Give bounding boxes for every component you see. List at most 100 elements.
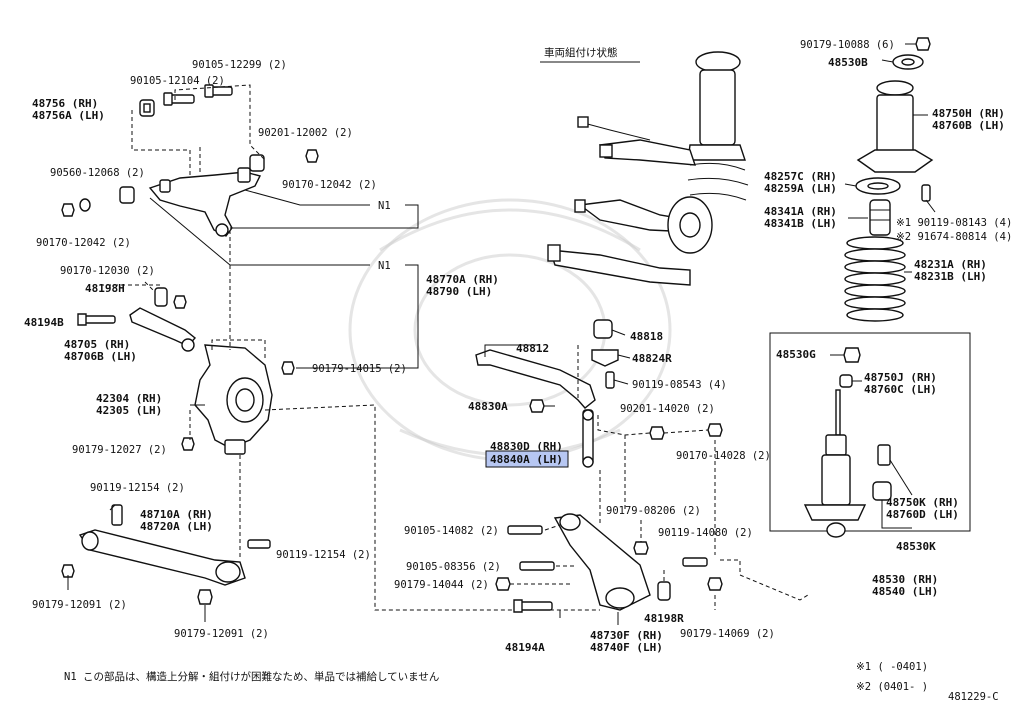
label-90119-12154-a[interactable]: 90119-12154 (2) xyxy=(90,482,185,494)
label-42304[interactable]: 42304 (RH) xyxy=(96,392,162,405)
label-48756a[interactable]: 48756A (LH) xyxy=(32,109,105,122)
label-48198h[interactable]: 48198H xyxy=(85,282,125,295)
bushing-90201-12002[interactable] xyxy=(249,154,265,172)
label-48194b[interactable]: 48194B xyxy=(24,316,64,329)
label-48257c[interactable]: 48257C (RH) xyxy=(764,170,837,183)
label-48760d[interactable]: 48760D (LH) xyxy=(886,508,959,521)
label-90105-12299[interactable]: 90105-12299 (2) xyxy=(192,59,287,71)
label-48740f[interactable]: 48740F (LH) xyxy=(590,641,663,654)
nut-90170-12030[interactable] xyxy=(173,295,187,309)
bracket-48824r[interactable] xyxy=(591,349,619,367)
label-48530g[interactable]: 48530G xyxy=(776,348,816,361)
label-48259a[interactable]: 48259A (LH) xyxy=(764,182,837,195)
label-90179-14044[interactable]: 90179-14044 (2) xyxy=(394,579,489,591)
nut-90179-14015[interactable] xyxy=(281,361,295,375)
label-90179-12091-a[interactable]: 90179-12091 (2) xyxy=(32,599,127,611)
label-48830a[interactable]: 48830A xyxy=(468,400,508,413)
label-90179-12091-b[interactable]: 90179-12091 (2) xyxy=(174,628,269,640)
label-48730f[interactable]: 48730F (RH) xyxy=(590,629,663,642)
label-90105-12104[interactable]: 90105-12104 (2) xyxy=(130,75,225,87)
nut-90170-12042-r[interactable] xyxy=(305,149,319,163)
link-48830d[interactable] xyxy=(582,409,594,468)
label-90119-14080[interactable]: 90119-14080 (2) xyxy=(658,527,753,539)
bolt-90119-08143[interactable] xyxy=(921,184,931,202)
upper-arm-48770a[interactable] xyxy=(148,167,262,237)
label-48756[interactable]: 48756 (RH) xyxy=(32,97,98,110)
washer-90560-12068[interactable] xyxy=(79,198,91,212)
bolt-90105-12104[interactable] xyxy=(163,92,195,106)
label-48231a[interactable]: 48231A (RH) xyxy=(914,258,987,271)
bolt-90119-12154-a[interactable] xyxy=(111,504,123,526)
label-90170-12042-l[interactable]: 90170-12042 (2) xyxy=(36,237,131,249)
label-90170-14028[interactable]: 90170-14028 (2) xyxy=(676,450,771,462)
nut-90170-12042-l[interactable] xyxy=(61,203,75,217)
bolt-48194b[interactable] xyxy=(77,313,116,326)
bushing-upper-arm-left[interactable] xyxy=(119,186,135,204)
bumper-48341a[interactable] xyxy=(869,199,891,236)
label-48706b[interactable]: 48706B (LH) xyxy=(64,350,137,363)
label-91674-80814[interactable]: ※2 91674-80814 (4) xyxy=(896,231,1012,243)
label-90170-12042-r[interactable]: 90170-12042 (2) xyxy=(282,179,377,191)
bushing-48756[interactable] xyxy=(139,99,155,117)
lower-arm-48710a[interactable] xyxy=(78,529,246,586)
label-90179-08206[interactable]: 90179-08206 (2) xyxy=(606,505,701,517)
label-48824r[interactable]: 48824R xyxy=(632,352,672,365)
label-48530[interactable]: 48530 (RH) xyxy=(872,573,938,586)
label-48341a[interactable]: 48341A (RH) xyxy=(764,205,837,218)
dust-cover-48750k[interactable] xyxy=(877,444,891,466)
label-48818[interactable]: 48818 xyxy=(630,330,663,343)
link-48705[interactable] xyxy=(129,307,197,352)
label-48750h[interactable]: 48750H (RH) xyxy=(932,107,1005,120)
label-90560-12068[interactable]: 90560-12068 (2) xyxy=(50,167,145,179)
knuckle-42304[interactable] xyxy=(194,344,273,455)
label-90170-12030[interactable]: 90170-12030 (2) xyxy=(60,265,155,277)
label-48705[interactable]: 48705 (RH) xyxy=(64,338,130,351)
label-90105-14082[interactable]: 90105-14082 (2) xyxy=(404,525,499,537)
label-48710a[interactable]: 48710A (RH) xyxy=(140,508,213,521)
nut-90179-14044[interactable] xyxy=(495,577,511,591)
label-48231b[interactable]: 48231B (LH) xyxy=(914,270,987,283)
label-48840a[interactable]: 48840A (LH) xyxy=(490,453,563,466)
mount-48530b[interactable] xyxy=(892,54,924,70)
nut-90170-14028[interactable] xyxy=(707,423,723,437)
bolt-90119-08543[interactable] xyxy=(605,371,615,389)
bolt-90119-14080[interactable] xyxy=(682,557,708,567)
bolt-90105-14082[interactable] xyxy=(507,525,543,535)
nut-48530g[interactable] xyxy=(843,347,861,363)
label-48194a[interactable]: 48194A xyxy=(505,641,545,654)
label-48790[interactable]: 48790 (LH) xyxy=(426,285,492,298)
nut-90179-08206[interactable] xyxy=(633,541,649,555)
label-48530k[interactable]: 48530K xyxy=(896,540,936,553)
label-90179-14015[interactable]: 90179-14015 (2) xyxy=(312,363,407,375)
bolt-90105-08356[interactable] xyxy=(519,561,555,571)
label-90119-08543[interactable]: 90119-08543 (4) xyxy=(632,379,727,391)
nut-90179-12091-b[interactable] xyxy=(197,589,213,605)
label-90179-12027[interactable]: 90179-12027 (2) xyxy=(72,444,167,456)
label-48830d[interactable]: 48830D (RH) xyxy=(490,440,563,453)
label-90179-14069[interactable]: 90179-14069 (2) xyxy=(680,628,775,640)
bushing-48198r[interactable] xyxy=(657,581,671,601)
label-90201-12002[interactable]: 90201-12002 (2) xyxy=(258,127,353,139)
nut-90179-10088[interactable] xyxy=(915,37,931,51)
bolt-90119-12154-b[interactable] xyxy=(247,539,271,549)
stabilizer-bar-48812[interactable] xyxy=(475,349,596,409)
label-48720a[interactable]: 48720A (LH) xyxy=(140,520,213,533)
label-48198r[interactable]: 48198R xyxy=(644,612,684,625)
label-48760c[interactable]: 48760C (LH) xyxy=(864,383,937,396)
label-90119-08143[interactable]: ※1 90119-08143 (4) xyxy=(896,217,1012,229)
bolt-48194a[interactable] xyxy=(513,599,553,613)
bumper-48750j[interactable] xyxy=(839,374,853,388)
nut-48830a[interactable] xyxy=(529,399,545,413)
nut-90201-14020[interactable] xyxy=(649,426,665,440)
label-48540[interactable]: 48540 (LH) xyxy=(872,585,938,598)
seat-48257c[interactable] xyxy=(855,177,901,195)
spring-48231a[interactable] xyxy=(844,236,906,322)
label-42305[interactable]: 42305 (LH) xyxy=(96,404,162,417)
label-48760b[interactable]: 48760B (LH) xyxy=(932,119,1005,132)
lower-arm-48730f[interactable] xyxy=(553,513,651,611)
label-48750k[interactable]: 48750K (RH) xyxy=(886,496,959,509)
shock-absorber[interactable] xyxy=(803,389,867,538)
label-48530b[interactable]: 48530B xyxy=(828,56,868,69)
label-90179-10088[interactable]: 90179-10088 (6) xyxy=(800,39,895,51)
support-48750h[interactable] xyxy=(856,80,934,173)
